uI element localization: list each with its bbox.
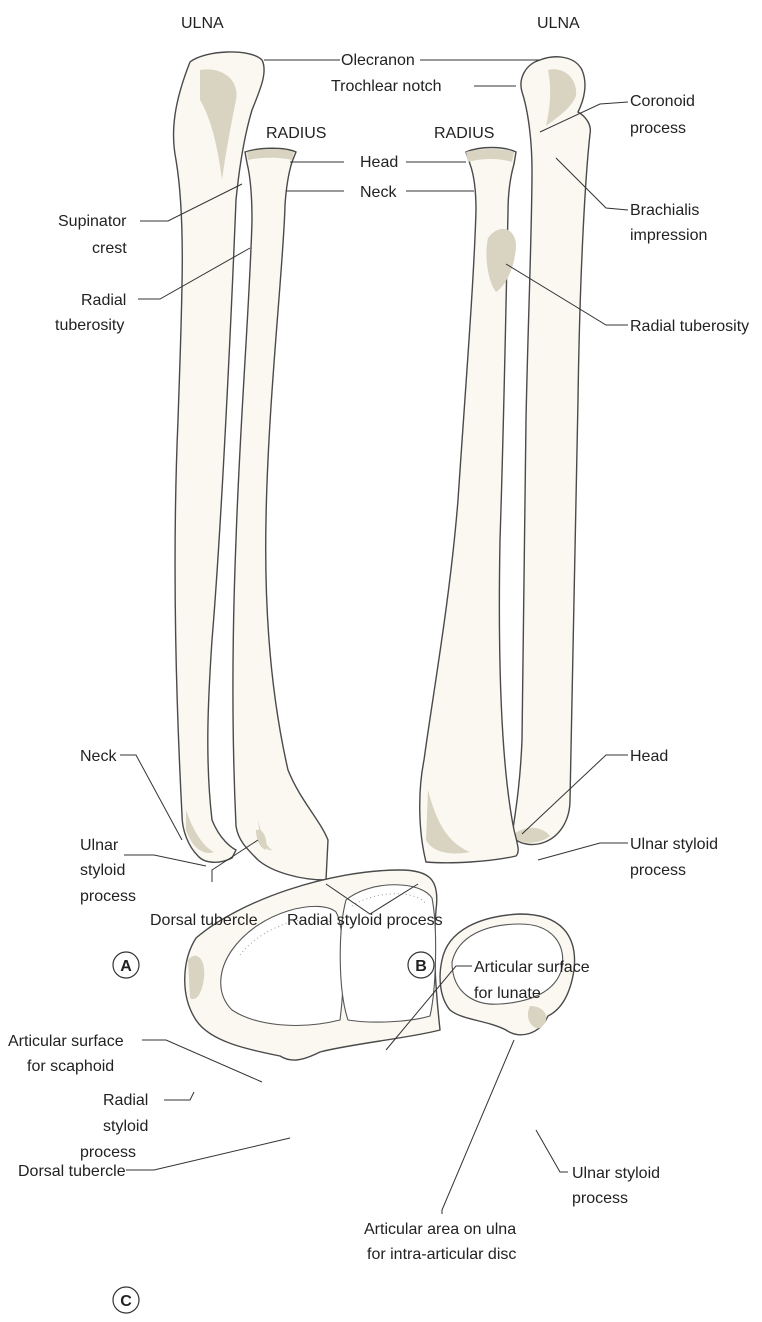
label-brachialis-2: impression [630,227,707,244]
label-ulnar-styloid-b-1: Ulnar styloid [630,836,718,853]
radius-a-bone [233,148,328,880]
label-art-disc-1: Articular area on ulna [364,1221,516,1238]
label-art-scaphoid-1: Articular surface [8,1033,124,1050]
label-ulnar-styloid-a-2: styloid [80,862,125,879]
label-radial-tub-a-1: Radial [81,292,126,309]
label-radial-tub-a-2: tuberosity [55,317,124,334]
label-trochlear-notch: Trochlear notch [331,78,442,95]
label-head-ulna: Head [630,748,668,765]
label-supinator-2: crest [92,240,127,257]
label-neck-top: Neck [360,184,397,201]
label-coronoid-1: Coronoid [630,93,695,110]
label-radial-styloid-c-2: styloid [103,1118,148,1135]
panel-letter-a-text: A [120,958,132,975]
panel-a-illustration [174,52,328,880]
panel-b-illustration [420,57,591,863]
label-art-scaphoid-2: for scaphoid [27,1058,114,1075]
labels: ULNA ULNA RADIUS RADIUS Olecranon Trochl… [8,15,749,1263]
label-ulna-b: ULNA [537,15,580,32]
label-dorsal-tubercle-a: Dorsal tubercle [150,912,258,929]
panel-letter-c: C [113,1287,139,1313]
label-coronoid-2: process [630,120,686,137]
label-ulnar-styloid-c-2: process [572,1190,628,1207]
label-ulnar-styloid-b-2: process [630,862,686,879]
label-radius-b: RADIUS [434,125,494,142]
label-radial-styloid-c-3: process [80,1144,136,1161]
label-radial-styloid-ab: Radial styloid process [287,912,443,929]
label-ulnar-styloid-a-1: Ulnar [80,837,119,854]
label-art-lunate-1: Articular surface [474,959,590,976]
label-neck-ulna: Neck [80,748,117,765]
label-ulna-a: ULNA [181,15,224,32]
label-dorsal-tubercle-c: Dorsal tubercle [18,1163,126,1180]
label-supinator-1: Supinator [58,213,127,230]
panel-letter-b-text: B [415,958,427,975]
label-radius-a: RADIUS [266,125,326,142]
label-art-lunate-2: for lunate [474,985,541,1002]
label-brachialis-1: Brachialis [630,202,699,219]
label-ulnar-styloid-c-1: Ulnar styloid [572,1165,660,1182]
label-art-disc-2: for intra-articular disc [367,1246,516,1263]
panel-letter-b: B [408,952,434,978]
label-radial-styloid-c-1: Radial [103,1092,148,1109]
label-olecranon: Olecranon [341,52,415,69]
panel-letter-a: A [113,952,139,978]
label-head-top: Head [360,154,398,171]
label-radial-tub-b: Radial tuberosity [630,318,749,335]
label-ulnar-styloid-a-3: process [80,888,136,905]
panel-letter-c-text: C [120,1293,132,1310]
ulna-b-bone [512,57,590,845]
